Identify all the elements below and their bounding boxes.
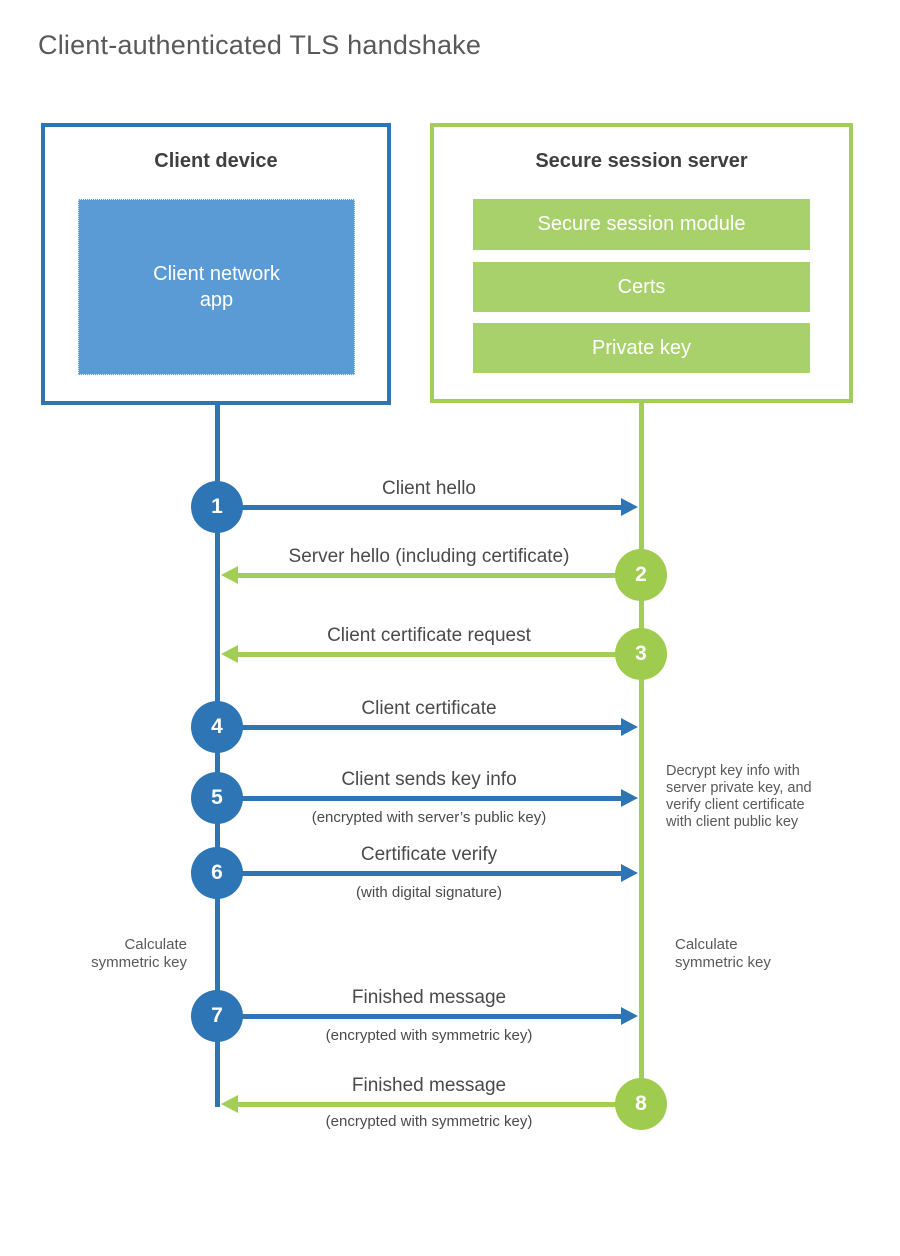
step-4-arrow <box>240 718 638 736</box>
secure-session-server-title: Secure session server <box>535 150 748 172</box>
step-5-label: Client sends key info <box>341 769 517 790</box>
step-6-arrow <box>240 864 638 882</box>
step-1-arrow <box>240 498 638 516</box>
step-1-label: Client hello <box>382 478 476 499</box>
step-1-badge: 1 <box>191 481 243 533</box>
server-module-secure-session: Secure session module <box>473 199 810 250</box>
step-5-sublabel: (encrypted with server’s public key) <box>311 809 547 826</box>
step-7-sublabel: (encrypted with symmetric key) <box>325 1027 533 1044</box>
step-5-badge: 5 <box>191 772 243 824</box>
server-decrypt-note: Decrypt key info with server private key… <box>666 763 812 830</box>
step-4-label: Client certificate <box>361 698 497 719</box>
step-7-badge: 7 <box>191 990 243 1042</box>
step-3-arrow <box>221 645 617 663</box>
client-device-title: Client device <box>154 150 278 172</box>
client-lifeline <box>215 405 220 1107</box>
step-3-label: Client certificate request <box>327 625 531 646</box>
step-2-arrow <box>221 566 617 584</box>
server-module-private-key: Private key <box>473 323 810 373</box>
step-8-label: Finished message <box>351 1075 507 1096</box>
client-network-app-label: Client network app <box>153 263 280 311</box>
step-5-arrow <box>240 789 638 807</box>
step-2-badge: 2 <box>615 549 667 601</box>
step-8-badge: 8 <box>615 1078 667 1130</box>
page-title: Client-authenticated TLS handshake <box>38 30 482 60</box>
server-calculate-key-note: Calculate symmetric key <box>675 936 771 971</box>
client-calculate-key-note: Calculate symmetric key <box>91 936 187 971</box>
step-7-arrow <box>240 1007 638 1025</box>
step-2-label: Server hello (including certificate) <box>288 546 570 567</box>
step-6-sublabel: (with digital signature) <box>356 884 502 901</box>
server-lifeline <box>639 403 644 1104</box>
step-6-label: Certificate verify <box>360 844 498 865</box>
step-4-badge: 4 <box>191 701 243 753</box>
server-module-certs: Certs <box>473 262 810 312</box>
step-8-arrow <box>221 1095 617 1113</box>
step-6-badge: 6 <box>191 847 243 899</box>
client-network-app-box: Client network app <box>78 199 355 375</box>
step-7-label: Finished message <box>351 987 507 1008</box>
step-8-sublabel: (encrypted with symmetric key) <box>325 1113 533 1130</box>
step-3-badge: 3 <box>615 628 667 680</box>
